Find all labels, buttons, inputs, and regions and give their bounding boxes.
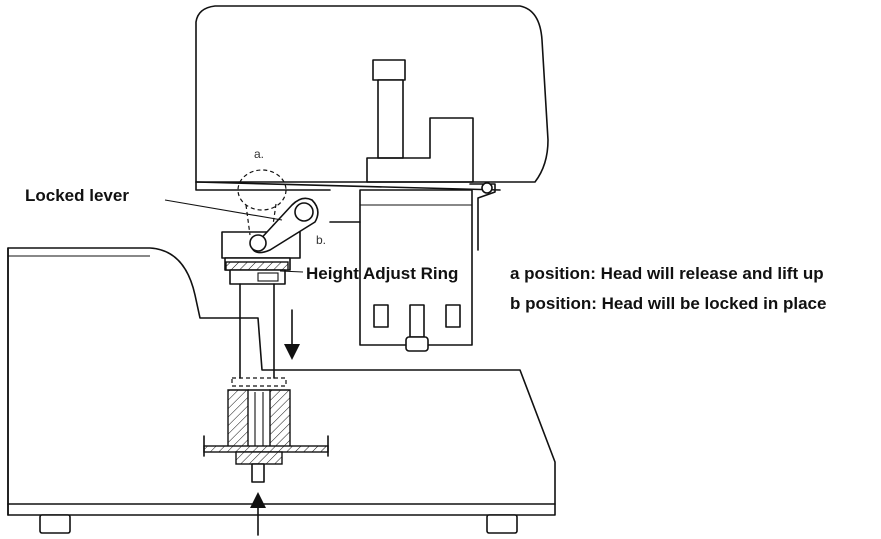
machine-base — [7, 247, 556, 534]
marker-a: a. — [254, 147, 265, 161]
leader-lines — [164, 199, 304, 273]
marker-b: b. — [316, 233, 327, 247]
locked-lever-label: Locked lever — [25, 186, 129, 205]
locked-lever-leader — [164, 199, 283, 221]
a-position-note: a position: Head will release and lift u… — [510, 264, 824, 283]
lever-position-a-outline — [237, 169, 287, 211]
foot-left — [39, 514, 71, 534]
ring-leader — [279, 270, 304, 273]
motor-assembly — [359, 59, 496, 352]
height-adjust-ring-label: Height Adjust Ring — [306, 264, 459, 283]
foot-right — [486, 514, 518, 534]
shaft — [203, 283, 329, 483]
height-adjust-ring — [224, 257, 291, 285]
motion-arrows — [250, 309, 300, 536]
machine-head — [195, 5, 549, 191]
b-position-note: b position: Head will be locked in place — [510, 294, 827, 313]
lever-area — [221, 169, 361, 259]
